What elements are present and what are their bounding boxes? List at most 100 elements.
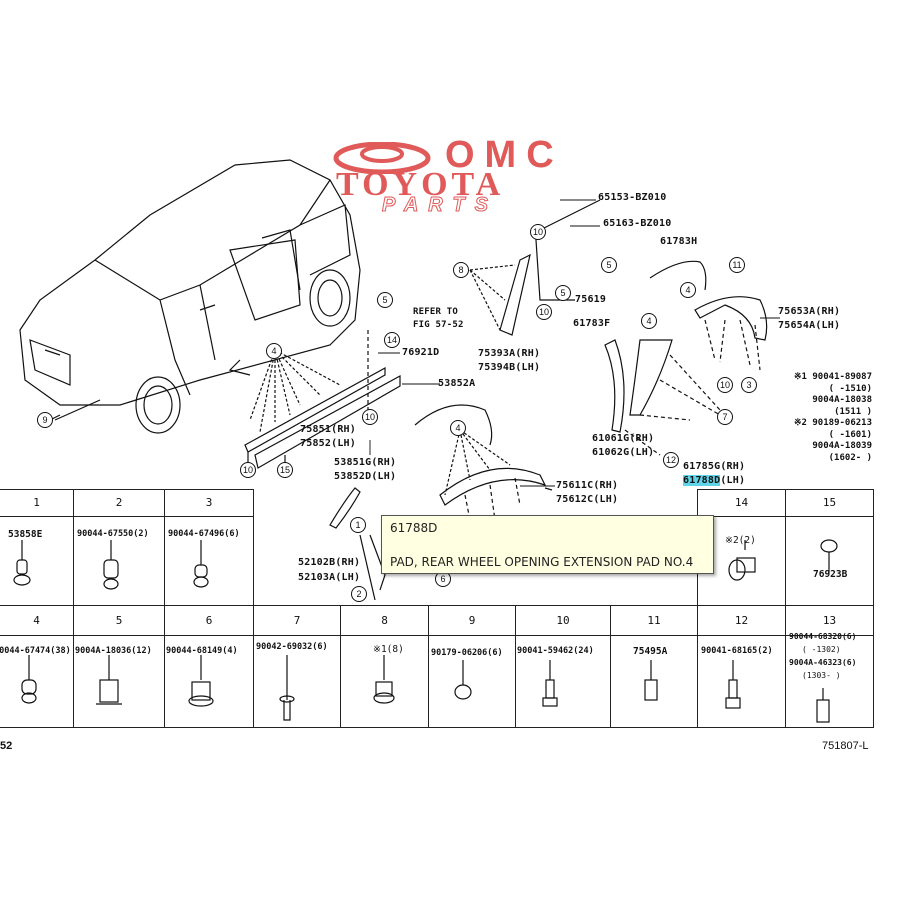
part-number[interactable]: 9004A-18036(12) — [75, 646, 152, 656]
callout[interactable]: 5 — [601, 257, 617, 273]
tooltip-part-description: PAD, REAR WHEEL OPENING EXTENSION PAD NO… — [390, 555, 694, 569]
part-label[interactable]: 75394B(LH) — [478, 362, 541, 373]
part-number[interactable]: 90179-06206(6) — [431, 648, 503, 658]
callout[interactable]: 10 — [530, 224, 546, 240]
figure-ref-left: 52 — [0, 740, 13, 752]
callout[interactable]: 10 — [362, 409, 378, 425]
table-cell[interactable]: 90044-67496(6) — [164, 516, 254, 606]
part-label[interactable]: 52103A(LH) — [298, 572, 361, 583]
callout[interactable]: 10 — [240, 462, 256, 478]
table-cell[interactable]: 90179-06206(6) — [428, 635, 516, 728]
part-number[interactable]: ※1(8) — [373, 644, 404, 655]
callout[interactable]: 9 — [37, 412, 53, 428]
callout[interactable]: 4 — [680, 282, 696, 298]
table-cell[interactable]: 53858E — [0, 516, 74, 606]
part-label-highlighted[interactable]: 61788D(LH) — [683, 475, 745, 487]
part-number[interactable]: 76923B — [813, 569, 848, 580]
part-label[interactable]: 53852D(LH) — [334, 471, 397, 482]
table-cell[interactable]: 90042-69032(6) — [253, 635, 341, 728]
part-label[interactable]: 65153-BZ010 — [598, 192, 667, 203]
callout[interactable]: 3 — [741, 377, 757, 393]
refer-note: FIG 57-52 — [413, 320, 464, 330]
logo-parts: PARTS — [382, 194, 498, 217]
part-label[interactable]: 61783H — [660, 236, 698, 247]
part-label[interactable]: 52102B(RH) — [298, 557, 361, 568]
part-label[interactable]: 75393A(RH) — [478, 348, 541, 359]
part-label[interactable]: 53851G(RH) — [334, 457, 397, 468]
part-number[interactable]: 90044-67474(38) — [0, 646, 71, 656]
part-label[interactable]: 75653A(RH) — [778, 306, 841, 317]
table-cell[interactable]: 90044-67550(2) — [73, 516, 165, 606]
vehicle-illustration — [19, 159, 361, 434]
callout[interactable]: 4 — [450, 420, 466, 436]
part-range: (1303- ) — [802, 671, 841, 680]
omc-toyota-parts-logo: OMC TOYOTA PARTS — [330, 134, 615, 220]
refer-note: REFER TO — [413, 307, 458, 317]
note-line: (1602- ) — [828, 452, 872, 463]
callout[interactable]: 10 — [717, 377, 733, 393]
part-label[interactable]: 75851(RH) — [300, 424, 356, 435]
callout[interactable]: 7 — [717, 409, 733, 425]
table-cell[interactable]: 90041-59462(24) — [515, 635, 611, 728]
highlighted-part-code[interactable]: 61788D — [683, 475, 721, 486]
part-number[interactable]: 90041-59462(24) — [517, 646, 594, 656]
table-cell[interactable]: 75495A — [610, 635, 698, 728]
table-cell[interactable]: 90044-67474(38) — [0, 635, 74, 728]
callout[interactable]: 1 — [350, 517, 366, 533]
part-number[interactable]: 90044-67550(2) — [77, 529, 149, 539]
callout[interactable]: 12 — [663, 452, 679, 468]
part-label[interactable]: 53852A — [438, 378, 476, 389]
wheel-opening-pad-drawing — [604, 260, 768, 456]
callout[interactable]: 15 — [277, 462, 293, 478]
part-label[interactable]: 75612C(LH) — [556, 494, 619, 505]
part-number[interactable]: 53858E — [8, 529, 43, 540]
part-number[interactable]: 90044-68320(6) — [789, 632, 857, 641]
part-label[interactable]: 61061G(RH) — [592, 433, 655, 444]
part-number[interactable]: 90042-69032(6) — [256, 642, 328, 652]
part-label[interactable]: 61785G(RH) — [683, 461, 746, 472]
part-number[interactable]: ※2(2) — [725, 535, 756, 546]
part-label[interactable]: 61062G(LH) — [592, 447, 655, 458]
table-header: 12 — [697, 605, 786, 636]
part-label[interactable]: 75619 — [575, 294, 607, 305]
callout[interactable]: 8 — [453, 262, 469, 278]
callout[interactable]: 4 — [641, 313, 657, 329]
note-line: (1511 ) — [834, 406, 872, 417]
callout[interactable]: 2 — [351, 586, 367, 602]
callout[interactable]: 5 — [555, 285, 571, 301]
table-cell[interactable]: 90044-68149(4) — [164, 635, 254, 728]
part-label[interactable]: 75654A(LH) — [778, 320, 841, 331]
table-cell[interactable]: 90044-68320(6) ( -1302) 9004A-46323(6) (… — [785, 630, 874, 728]
extension-pad-drawing — [329, 487, 386, 601]
part-number[interactable]: 9004A-46323(6) — [789, 658, 857, 667]
part-label[interactable]: 61783F — [573, 318, 611, 329]
part-label[interactable]: 75611C(RH) — [556, 480, 619, 491]
part-number[interactable]: 75495A — [633, 646, 668, 657]
part-tooltip: 61788D PAD, REAR WHEEL OPENING EXTENSION… — [381, 515, 714, 574]
part-label[interactable]: 75852(LH) — [300, 438, 356, 449]
callout[interactable]: 11 — [729, 257, 745, 273]
callout[interactable]: 5 — [377, 292, 393, 308]
logo-toyota: TOYOTA — [336, 166, 505, 203]
table-header: 11 — [610, 605, 698, 636]
part-number[interactable]: 90044-68149(4) — [166, 646, 238, 656]
table-header: 3 — [164, 489, 254, 517]
table-cell[interactable]: 9004A-18036(12) — [73, 635, 165, 728]
callout[interactable]: 10 — [536, 304, 552, 320]
note-line: ( -1510) — [828, 383, 872, 394]
part-label[interactable]: 76921D — [402, 347, 440, 358]
leader-lines — [369, 199, 780, 487]
table-cell[interactable]: ※1(8) — [340, 635, 429, 728]
table-header: 6 — [164, 605, 254, 636]
part-number[interactable]: 90044-67496(6) — [168, 529, 240, 539]
table-cell[interactable]: 76923B — [785, 516, 874, 606]
part-number[interactable]: 90041-68165(2) — [701, 646, 773, 656]
table-cell[interactable]: 90041-68165(2) — [697, 635, 786, 728]
callout[interactable]: 4 — [266, 343, 282, 359]
part-label[interactable]: 65163-BZ010 — [603, 218, 672, 229]
callout[interactable]: 14 — [384, 332, 400, 348]
note-line: ※1 90041-89087 — [794, 372, 872, 382]
table-header: 15 — [785, 489, 874, 517]
pillar-garnish-drawing — [469, 199, 601, 336]
